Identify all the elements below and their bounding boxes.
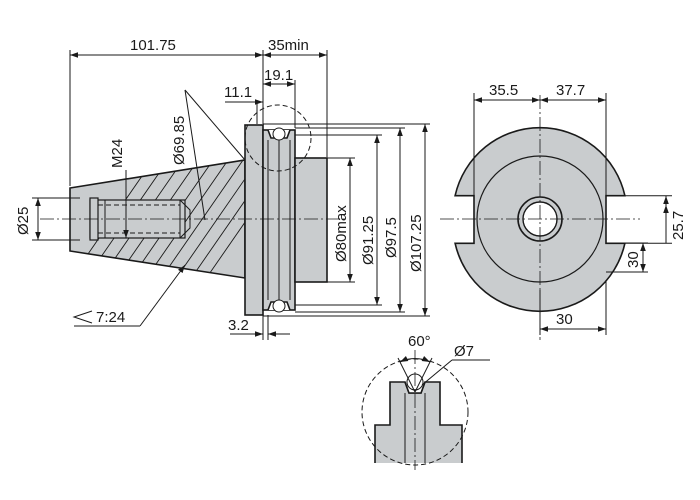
dim-taper-ratio: 7:24 bbox=[96, 309, 125, 326]
taper-symbol bbox=[72, 310, 93, 324]
side-view-dimensions: 101.75 35min 19.1 11.1 Ø69.85 M24 Ø25 7:… bbox=[15, 37, 430, 340]
dim-19-1: 19.1 bbox=[264, 67, 293, 84]
detail-view: 60° Ø7 bbox=[361, 333, 490, 470]
dim-30-horizontal: 30 bbox=[556, 311, 573, 328]
dim-dia-80max: Ø80max bbox=[333, 205, 350, 262]
end-view-dimensions: 35.5 37.7 25.7 30 30 bbox=[473, 82, 687, 335]
dim-60-deg: 60° bbox=[408, 333, 431, 350]
dim-m24: M24 bbox=[109, 139, 126, 168]
dim-30-vertical: 30 bbox=[625, 251, 642, 268]
dim-35-5: 35.5 bbox=[489, 82, 518, 99]
dim-dia-91-25: Ø91.25 bbox=[360, 216, 377, 265]
flange bbox=[244, 124, 264, 316]
dim-overall-length: 101.75 bbox=[130, 37, 176, 54]
dim-dia-69-85: Ø69.85 bbox=[171, 116, 188, 165]
detail-marker-circle bbox=[244, 104, 312, 172]
dim-37-7: 37.7 bbox=[556, 82, 585, 99]
dim-dia-25: Ø25 bbox=[15, 207, 32, 235]
dim-dia-7: Ø7 bbox=[454, 343, 474, 360]
dim-11-1: 11.1 bbox=[224, 84, 252, 101]
dim-dia-107-25: Ø107.25 bbox=[408, 214, 425, 272]
dim-35min: 35min bbox=[268, 37, 309, 54]
side-view bbox=[40, 104, 345, 316]
dim-25-7: 25.7 bbox=[670, 211, 687, 240]
dim-dia-97-5: Ø97.5 bbox=[383, 217, 400, 258]
end-view bbox=[440, 95, 640, 340]
dim-3-2: 3.2 bbox=[228, 317, 249, 334]
